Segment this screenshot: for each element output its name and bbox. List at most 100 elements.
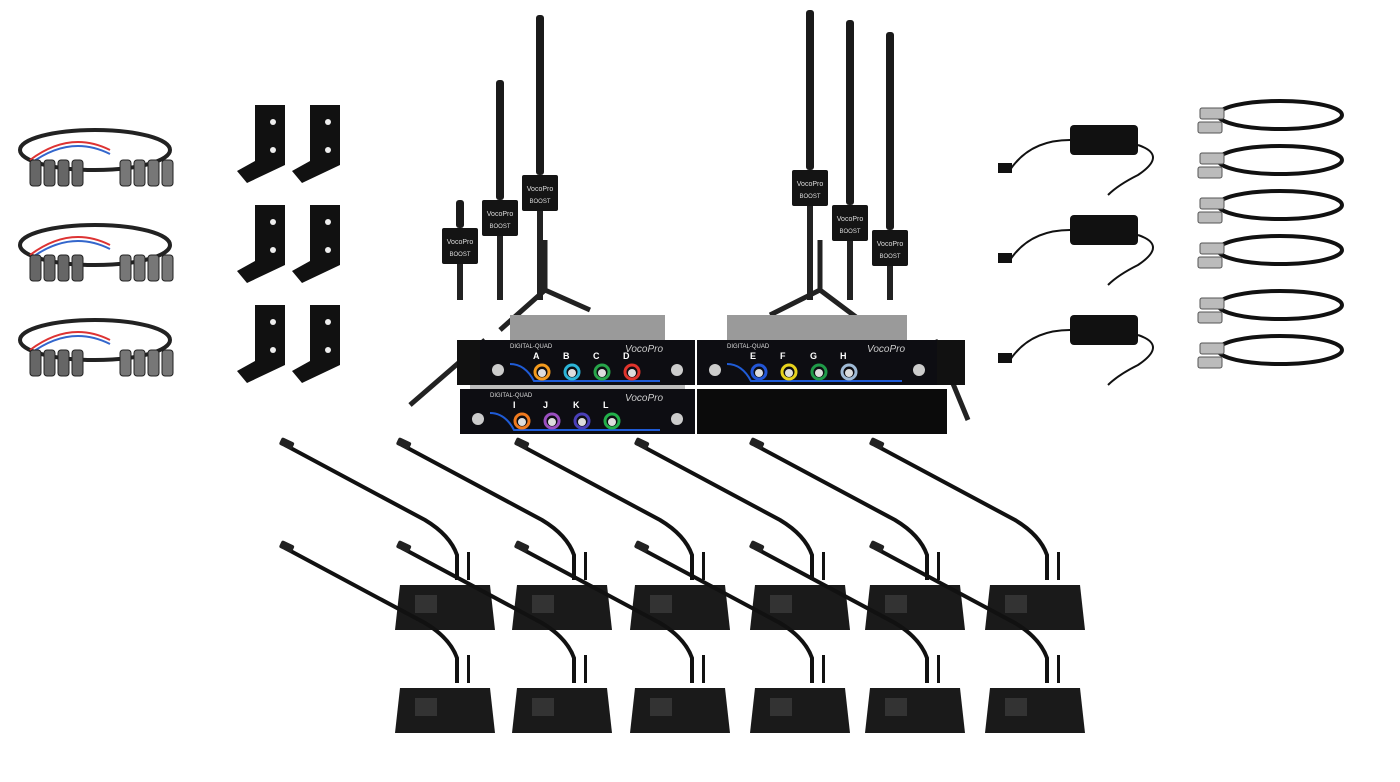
receiver-top-strip (470, 385, 685, 389)
mic-capsule (279, 540, 295, 553)
booster-box (832, 205, 868, 241)
bracket-hole (270, 247, 276, 253)
xlr-connector (147, 254, 160, 282)
antenna (536, 15, 544, 175)
antenna (456, 200, 464, 228)
bracket-hole (325, 347, 331, 353)
conference-microphone (634, 540, 850, 733)
bnc-connector (1197, 121, 1223, 134)
channel-letter: I (513, 400, 516, 410)
mic-antenna (937, 552, 940, 580)
model-label: DIGITAL-QUAD (727, 344, 770, 350)
mic-antenna (584, 655, 587, 683)
booster-box (872, 230, 908, 266)
antenna (496, 80, 504, 200)
bracket-hole (325, 119, 331, 125)
mic-capsule (634, 437, 650, 450)
bnc-connector (1199, 107, 1225, 120)
mic-button (532, 698, 554, 716)
mic-antenna (1057, 655, 1060, 683)
bracket-hole (270, 319, 276, 325)
booster-box (482, 200, 518, 236)
power-adapter (998, 125, 1154, 196)
mic-button (885, 698, 907, 716)
mic-antenna (822, 655, 825, 683)
channel-knob-ring (603, 412, 621, 430)
xlr-connector (119, 159, 132, 187)
mic-button (770, 698, 792, 716)
booster-box (522, 175, 558, 211)
conference-microphone (749, 540, 965, 733)
bnc-connector (1197, 356, 1223, 369)
bnc-connector (1199, 342, 1225, 355)
mic-button (1005, 698, 1027, 716)
ac-plug (998, 253, 1012, 263)
xlr-connector (43, 254, 56, 282)
channel-knob-ring (543, 412, 561, 430)
channel-knob (518, 418, 526, 426)
gooseneck (754, 546, 929, 683)
xlr-connector (57, 349, 70, 377)
channel-knob-ring (533, 363, 551, 381)
channel-knob-ring (573, 412, 591, 430)
channel-knob (538, 369, 546, 377)
booster-label: BOOST (839, 229, 860, 235)
conference-microphone (396, 540, 612, 733)
bracket-hole (270, 119, 276, 125)
mic-base (985, 585, 1085, 630)
receiver-front (480, 340, 695, 385)
cable-loop (18, 223, 172, 267)
booster-brand: VocoPro (487, 211, 514, 218)
channel-knob (815, 369, 823, 377)
bnc-connector (1199, 297, 1225, 310)
color-wire (29, 240, 111, 260)
cable-coil (1216, 334, 1344, 366)
channel-knob-ring (623, 363, 641, 381)
color-wire (29, 335, 111, 355)
power-adapter (998, 215, 1154, 286)
booster-label: BOOST (879, 254, 900, 260)
channel-knob (755, 369, 763, 377)
rack-ear (935, 340, 965, 385)
cable-coil (1216, 189, 1344, 221)
mic-capsule (869, 437, 885, 450)
adapter-cord (1009, 329, 1154, 386)
bnc-cable (1197, 234, 1344, 269)
channel-knob-ring (780, 363, 798, 381)
channel-knob-ring (593, 363, 611, 381)
channel-knob-ring (810, 363, 828, 381)
channel-letter: A (533, 351, 540, 361)
bracket-hole (270, 347, 276, 353)
bnc-connector (1197, 256, 1223, 269)
mic-capsule (279, 437, 295, 450)
channel-knob (628, 369, 636, 377)
brand-label: VocoPro (867, 344, 905, 355)
xlr-connector (161, 254, 174, 282)
bnc-jack (709, 364, 721, 376)
bracket-hole (270, 147, 276, 153)
cable-coil (1216, 234, 1344, 266)
conference-microphone (869, 540, 1085, 733)
color-wire (29, 331, 111, 351)
mic-antenna (467, 552, 470, 580)
antenna (846, 20, 854, 205)
rack-bracket (237, 105, 285, 183)
model-label: DIGITAL-QUAD (510, 344, 553, 350)
channel-letter: K (573, 400, 580, 410)
gooseneck (401, 546, 576, 683)
mic-button (415, 698, 437, 716)
booster-label: BOOST (489, 224, 510, 230)
xlr-connector (43, 159, 56, 187)
ac-plug (998, 353, 1012, 363)
receiver-top (510, 315, 665, 340)
mic-base (985, 688, 1085, 733)
mic-base (865, 688, 965, 733)
rack-bracket (292, 205, 340, 283)
mic-base (750, 688, 850, 733)
mic-capsule (396, 437, 412, 450)
channel-knob-ring (840, 363, 858, 381)
